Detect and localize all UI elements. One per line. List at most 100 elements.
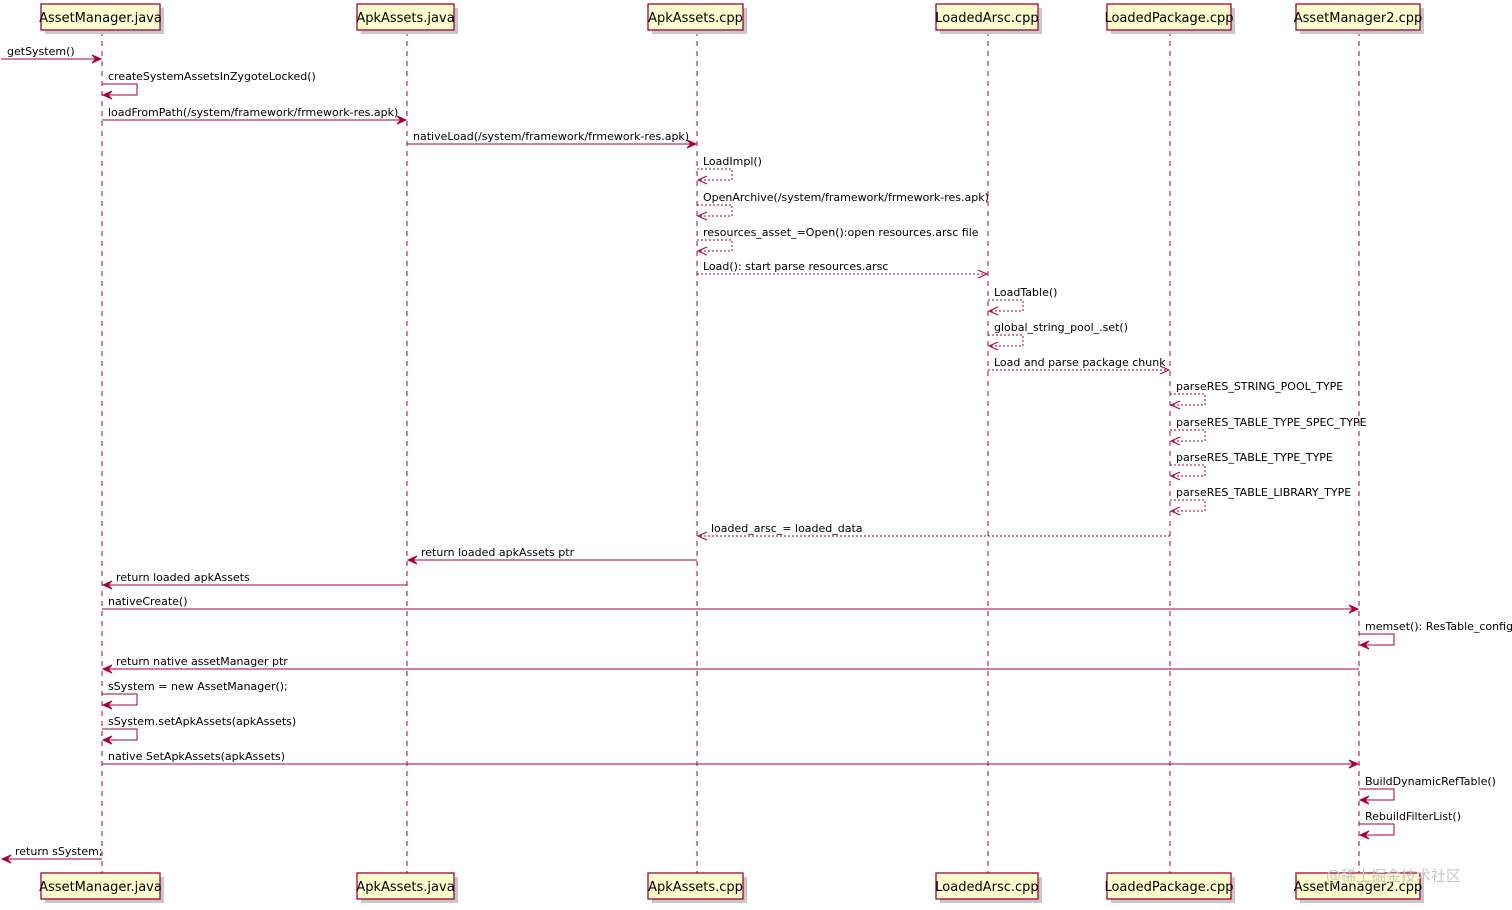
arrow-head	[91, 54, 103, 64]
arrow-head	[1169, 436, 1181, 446]
message-label: parseRES_STRING_POOL_TYPE	[1176, 380, 1343, 393]
watermark: @稀土掘金技术社区	[1326, 867, 1461, 885]
participant-la-top: LoadedArsc.cpp	[935, 3, 1042, 34]
participant-box	[356, 872, 455, 900]
message-25: RebuildFilterList()	[1358, 810, 1461, 840]
message-line	[102, 728, 138, 741]
message-label: BuildDynamicRefTable()	[1365, 775, 1496, 788]
arrow-head	[696, 175, 708, 185]
participant-box	[1295, 3, 1421, 31]
message-14: parseRES_TABLE_LIBRARY_TYPE	[1169, 486, 1351, 516]
arrow-head	[406, 555, 418, 565]
message-6: resources_asset_=Open():open resources.a…	[696, 226, 979, 256]
arrow-head	[1348, 604, 1360, 614]
participant-box	[356, 3, 455, 31]
message-7: Load(): start parse resources.arsc	[697, 260, 989, 279]
participant-box	[647, 872, 744, 900]
participant-lp-top: LoadedPackage.cpp	[1104, 3, 1235, 34]
participant-box	[1106, 3, 1232, 31]
participant-name: AssetManager.java	[39, 880, 162, 895]
message-13: parseRES_TABLE_TYPE_TYPE	[1169, 451, 1333, 481]
message-20: return native assetManager ptr	[101, 655, 1359, 674]
message-line	[1359, 788, 1395, 801]
participant-am2-bottom: AssetManager2.cpp	[1294, 872, 1424, 903]
message-line	[102, 83, 138, 96]
message-label: nativeCreate()	[108, 595, 188, 608]
message-label: memset(): ResTable_config	[1365, 620, 1512, 633]
message-label: sSystem.setApkAssets(apkAssets)	[108, 715, 296, 728]
message-line	[697, 239, 733, 252]
arrow-head	[101, 735, 113, 745]
message-3: nativeLoad(/system/framework/frmework-re…	[407, 130, 698, 149]
participant-name: AssetManager.java	[39, 11, 162, 26]
message-9: global_string_pool_.set()	[987, 321, 1128, 351]
participant-ac-top: ApkAssets.cpp	[647, 3, 747, 34]
arrow-head	[101, 580, 113, 590]
message-label: native SetApkAssets(apkAssets)	[108, 750, 285, 763]
arrow-head	[987, 306, 999, 316]
message-label: sSystem = new AssetManager();	[108, 680, 288, 693]
participant-name: LoadedArsc.cpp	[935, 11, 1038, 26]
arrow-head	[101, 664, 113, 674]
participant-box	[1295, 872, 1421, 900]
participant-am-top: AssetManager.java	[39, 3, 164, 34]
arrow-head	[1159, 365, 1171, 375]
message-4: LoadImpl()	[696, 155, 762, 185]
arrow-head	[686, 139, 698, 149]
arrow-head	[396, 115, 408, 125]
arrow-head	[1358, 795, 1370, 805]
arrow-head	[1358, 830, 1370, 840]
message-5: OpenArchive(/system/framework/frmework-r…	[696, 191, 989, 221]
message-label: nativeLoad(/system/framework/frmework-re…	[413, 130, 689, 143]
participant-box	[40, 3, 161, 31]
participant-name: LoadedPackage.cpp	[1104, 880, 1233, 895]
message-19: memset(): ResTable_config	[1358, 620, 1512, 650]
participant-lp-bottom: LoadedPackage.cpp	[1104, 872, 1235, 903]
participant-headers-top: AssetManager.java ApkAssets.java ApkAssets…	[39, 3, 1424, 34]
message-line	[1170, 429, 1206, 442]
arrow-head	[101, 90, 113, 100]
message-15: loaded_arsc_= loaded_data	[696, 522, 1170, 541]
message-line	[1170, 499, 1206, 512]
arrow-head	[987, 341, 999, 351]
arrow-head	[0, 854, 12, 864]
message-10: Load and parse package chunk	[988, 356, 1171, 375]
message-label: Load and parse package chunk	[994, 356, 1166, 369]
arrow-head	[1169, 506, 1181, 516]
message-label: return loaded apkAssets	[116, 571, 250, 584]
participant-aj-top: ApkAssets.java	[356, 3, 458, 34]
message-2: loadFromPath(/system/framework/frmework-…	[102, 106, 408, 125]
message-0: getSystem()	[1, 45, 103, 64]
message-label: loadFromPath(/system/framework/frmework-…	[108, 106, 398, 119]
message-8: LoadTable()	[987, 286, 1057, 316]
messages: getSystem()createSystemAssetsInZygoteLoc…	[0, 45, 1512, 864]
message-23: native SetApkAssets(apkAssets)	[102, 750, 1360, 769]
participant-name: ApkAssets.java	[356, 880, 454, 895]
arrow-head	[1169, 471, 1181, 481]
message-label: global_string_pool_.set()	[994, 321, 1128, 334]
participant-name: LoadedPackage.cpp	[1104, 11, 1233, 26]
participant-ac-bottom: ApkAssets.cpp	[647, 872, 747, 903]
arrow-head	[1169, 400, 1181, 410]
arrow-head	[696, 246, 708, 256]
message-line	[1359, 633, 1395, 646]
message-line	[1170, 464, 1206, 477]
message-line	[1359, 823, 1395, 836]
message-17: return loaded apkAssets	[101, 571, 407, 590]
message-26: return sSystem;	[0, 845, 103, 864]
participant-name: ApkAssets.java	[356, 11, 454, 26]
lifelines	[101, 31, 1360, 873]
message-12: parseRES_TABLE_TYPE_SPEC_TYPE	[1169, 416, 1367, 446]
message-label: loaded_arsc_= loaded_data	[711, 522, 863, 535]
participant-am-bottom: AssetManager.java	[39, 872, 164, 903]
message-label: Load(): start parse resources.arsc	[703, 260, 888, 273]
participant-box	[40, 872, 161, 900]
message-label: LoadTable()	[994, 286, 1057, 299]
arrow-head	[1348, 759, 1360, 769]
arrow-head	[696, 531, 708, 541]
participant-name: AssetManager2.cpp	[1294, 11, 1423, 26]
participant-box	[647, 3, 744, 31]
participant-box	[935, 3, 1039, 31]
participant-headers-bottom: AssetManager.java ApkAssets.java ApkAssets…	[39, 872, 1424, 903]
arrow-head	[696, 211, 708, 221]
